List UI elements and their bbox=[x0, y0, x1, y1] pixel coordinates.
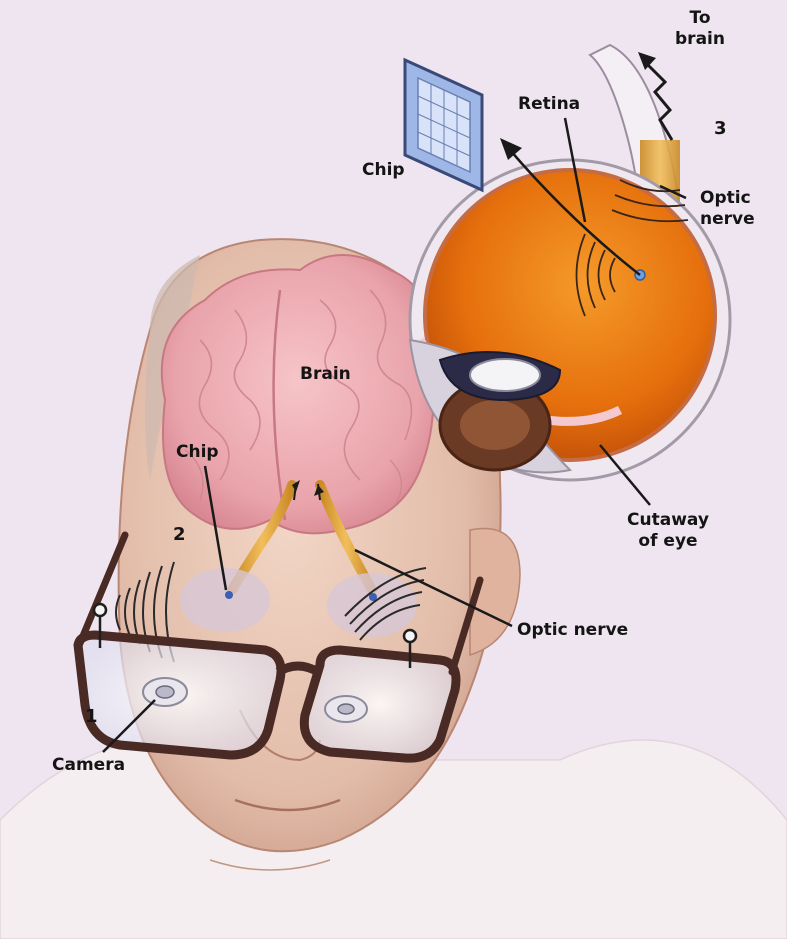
label-to-brain-line2: brain bbox=[672, 29, 728, 50]
label-brain: Brain bbox=[300, 364, 351, 385]
label-camera: Camera bbox=[52, 755, 125, 776]
label-cutaway-line2: of eye bbox=[614, 531, 722, 552]
label-to-brain: To brain bbox=[672, 8, 728, 50]
label-optic-nerve-bottom: Optic nerve bbox=[517, 620, 628, 641]
label-step-2: 2 bbox=[173, 524, 186, 545]
label-step-1: 1 bbox=[85, 706, 98, 727]
camera-right bbox=[325, 696, 367, 722]
camera-left bbox=[143, 678, 187, 706]
label-optic-nerve-top: Optic nerve bbox=[700, 188, 755, 230]
implant-chip-left bbox=[225, 591, 233, 599]
label-cutaway-of-eye: Cutaway of eye bbox=[614, 510, 722, 552]
label-chip-head: Chip bbox=[176, 442, 219, 463]
label-chip-top: Chip bbox=[362, 160, 405, 181]
transmitter-right bbox=[404, 630, 416, 642]
label-optic-nerve-top-line2: nerve bbox=[700, 209, 755, 230]
label-cutaway-line1: Cutaway bbox=[614, 510, 722, 531]
cutaway-eye bbox=[410, 160, 730, 480]
label-retina: Retina bbox=[518, 94, 580, 115]
label-step-3: 3 bbox=[714, 118, 727, 139]
label-to-brain-line1: To bbox=[672, 8, 728, 29]
transmitter-left bbox=[94, 604, 106, 616]
label-optic-nerve-top-line1: Optic bbox=[700, 188, 755, 209]
